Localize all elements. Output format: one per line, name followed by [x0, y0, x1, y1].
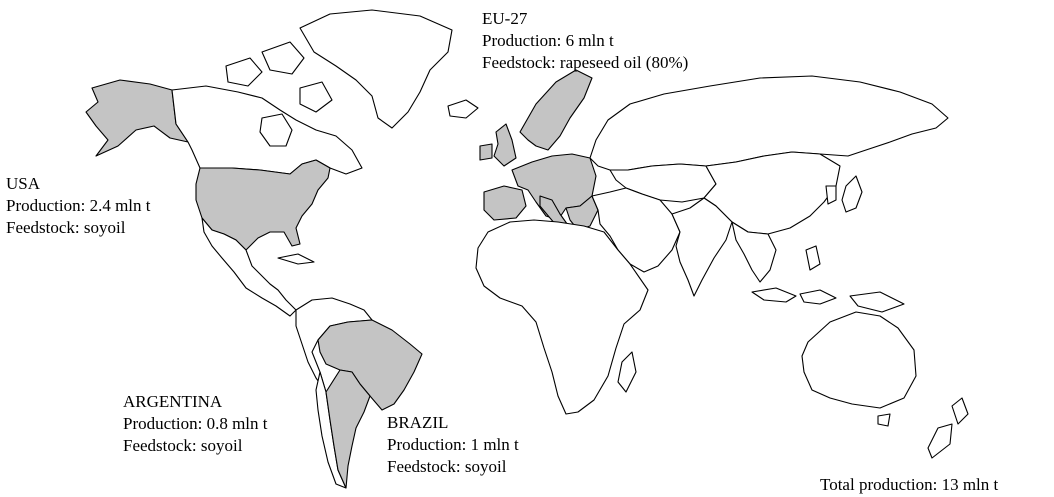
eu-label: EU-27 Production: 6 mln t Feedstock: rap… — [482, 8, 688, 74]
usa-name: USA — [6, 174, 41, 193]
philippines-shape — [805, 245, 821, 271]
southeast-asia-shape — [731, 221, 777, 283]
argentina-shape — [325, 369, 371, 489]
eu-feedstock: Feedstock: rapeseed oil (80%) — [482, 53, 689, 72]
usa-feedstock: Feedstock: soyoil — [6, 218, 126, 237]
alaska-shape — [85, 79, 189, 157]
indonesia-shape — [799, 289, 837, 305]
new-zealand-shape — [951, 397, 969, 425]
argentina-feedstock: Feedstock: soyoil — [123, 436, 243, 455]
india-shape — [671, 197, 733, 297]
arctic-island-shape — [225, 57, 263, 87]
ireland-shape — [479, 143, 493, 161]
tasmania-shape — [877, 413, 891, 427]
indonesia-shape — [751, 287, 797, 303]
argentina-label: ARGENTINA Production: 0.8 mln t Feedstoc… — [123, 391, 268, 457]
korea-shape — [825, 185, 837, 205]
japan-shape — [841, 175, 863, 213]
arctic-island-shape — [261, 41, 305, 75]
mexico-shape — [201, 217, 297, 317]
new-zealand-shape — [927, 423, 953, 459]
new-guinea-shape — [849, 291, 905, 313]
total-production: Total production: 13 mln t — [820, 475, 999, 494]
iberia-shape — [483, 185, 527, 221]
arctic-island-shape — [299, 81, 333, 113]
cuba-shape — [277, 253, 315, 265]
australia-shape — [801, 311, 917, 409]
middle-east-shape — [591, 187, 681, 273]
argentina-production: Production: 0.8 mln t — [123, 414, 268, 433]
iceland-shape — [447, 99, 479, 119]
africa-shape — [475, 219, 649, 415]
scandinavia-shape — [519, 69, 593, 151]
brazil-label: BRAZIL Production: 1 mln t Feedstock: so… — [387, 412, 519, 478]
madagascar-shape — [617, 351, 637, 393]
brazil-feedstock: Feedstock: soyoil — [387, 457, 507, 476]
usa-label: USA Production: 2.4 mln t Feedstock: soy… — [6, 173, 151, 239]
eu-name: EU-27 — [482, 9, 528, 28]
greenland-shape — [299, 9, 453, 129]
brazil-name: BRAZIL — [387, 413, 449, 432]
hudson-bay-shape — [259, 113, 293, 147]
brazil-shape — [317, 319, 423, 411]
argentina-name: ARGENTINA — [123, 392, 223, 411]
uk-shape — [493, 123, 517, 167]
brazil-production: Production: 1 mln t — [387, 435, 519, 454]
eu-production: Production: 6 mln t — [482, 31, 614, 50]
balkans-shape — [565, 195, 599, 231]
total-production-label: Total production: 13 mln t — [820, 474, 998, 496]
usa-production: Production: 2.4 mln t — [6, 196, 151, 215]
